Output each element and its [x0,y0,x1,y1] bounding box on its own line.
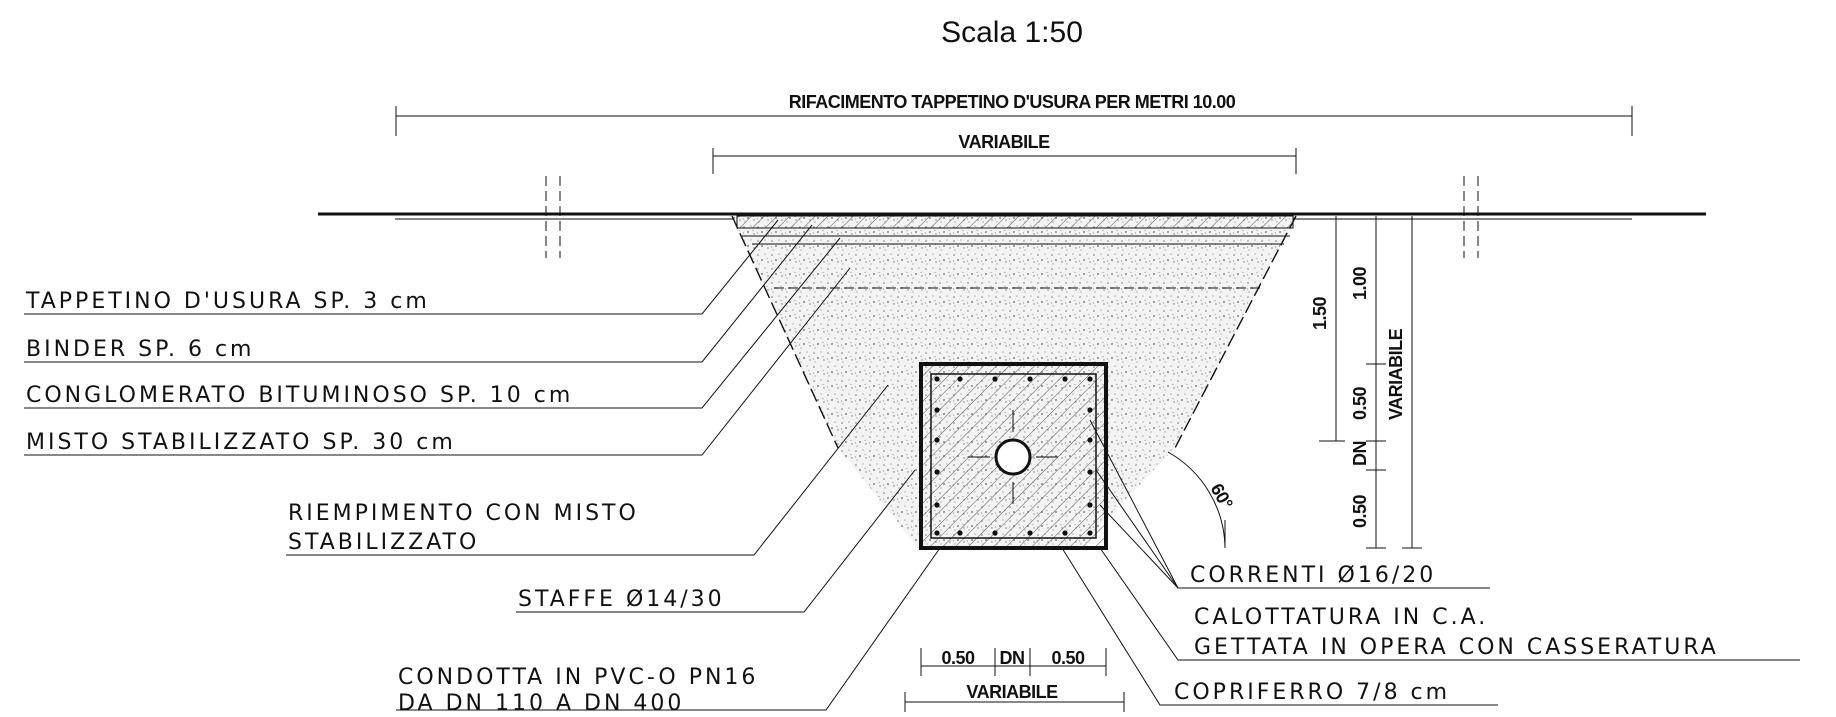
scale-title: Scala 1:50 [941,16,1083,49]
label-condotta-2: DA DN 110 A DN 400 [398,691,684,716]
angle-annotation: 60° [1167,451,1237,549]
overall-dimension: RIFACIMENTO TAPPETINO D'USURA PER METRI … [395,92,1633,136]
label-misto: MISTO STABILIZZATO SP. 30 cm [26,430,456,455]
depth-total-label: 1.50 [1310,296,1330,330]
bottom-mid-label: DN [1000,648,1025,668]
label-correnti: CORRENTI Ø16/20 [1190,563,1436,588]
depth-dimensions: 1.50 1.00 0.50 DN 0.50 VARIABILE [1310,216,1422,549]
label-conglomerato: CONGLOMERATO BITUMINOSO SP. 10 cm [26,383,573,408]
bottom-total-label: VARIABILE [966,682,1058,702]
label-staffe: STAFFE Ø14/30 [518,587,725,612]
cover-bottom-label: 0.50 [1350,494,1370,528]
label-binder: BINDER SP. 6 cm [26,337,254,362]
bottom-left-label: 0.50 [941,648,975,668]
label-condotta-1: CONDOTTA IN PVC-O PN16 [398,665,758,690]
label-riempimento-1: RIEMPIMENTO CON MISTO [288,501,639,526]
right-leaders [1061,419,1800,706]
label-copriferro: COPRIFERRO 7/8 cm [1174,680,1450,705]
label-calottatura-2: GETTATA IN OPERA CON CASSERATURA [1194,635,1719,660]
label-tappetino: TAPPETINO D'USURA SP. 3 cm [25,289,430,314]
concrete-encasement [919,362,1108,550]
angle-label: 60° [1207,480,1237,513]
bottom-right-label: 0.50 [1051,648,1085,668]
trench-width-dimension: VARIABILE [712,132,1297,174]
trench-width-label: VARIABILE [958,132,1050,152]
rebar-dots [934,376,1093,536]
label-riempimento-2: STABILIZZATO [288,530,479,555]
overall-dimension-label: RIFACIMENTO TAPPETINO D'USURA PER METRI … [789,92,1236,112]
cover-top-label: 0.50 [1350,386,1370,420]
right-variable-label: VARIABILE [1386,328,1406,420]
left-leaders [24,219,941,711]
depth-upper-label: 1.00 [1350,266,1370,300]
bottom-dimensions: 0.50 DN 0.50 VARIABILE [904,648,1125,712]
label-calottatura-1: CALOTTATURA IN C.A. [1194,605,1488,630]
pipe-dim-label: DN [1350,441,1370,466]
pipe-icon [994,438,1032,476]
